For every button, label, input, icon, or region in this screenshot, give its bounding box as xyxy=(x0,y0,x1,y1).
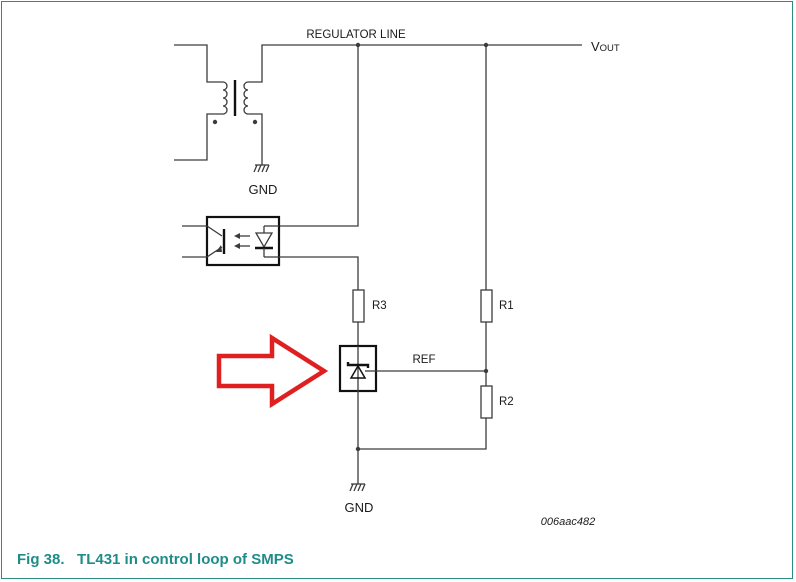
figure-title: TL431 in control loop of SMPS xyxy=(77,551,294,568)
transformer-secondary-top-wire xyxy=(248,44,358,83)
figure-code: 006aac482 xyxy=(541,516,595,528)
transformer-primary-top-wire xyxy=(174,44,223,83)
resistor-r3 xyxy=(352,289,365,323)
transformer-secondary-coil xyxy=(243,81,249,115)
figure-caption: Fig 38. TL431 in control loop of SMPS xyxy=(17,551,294,568)
tl431-shunt-regulator xyxy=(338,344,378,393)
transformer xyxy=(174,44,358,165)
vout-label-subscript: OUT xyxy=(600,43,620,54)
resistor-r1 xyxy=(480,289,493,323)
gnd-label-top: GND xyxy=(249,182,278,197)
optocoupler-body xyxy=(205,215,281,267)
regulator-line-label: REGULATOR LINE xyxy=(306,29,406,41)
figure-number: Fig 38. xyxy=(17,551,65,568)
r2-label: R2 xyxy=(499,396,514,408)
junction-dot xyxy=(483,368,489,374)
optocoupler xyxy=(182,215,281,267)
transformer-primary-coil xyxy=(222,81,228,115)
ref-label: REF xyxy=(413,354,436,366)
transformer-secondary-bottom-wire xyxy=(248,113,263,165)
resistor-r2 xyxy=(480,385,493,419)
ground-symbol-bottom xyxy=(349,483,366,492)
vout-label: VOUT xyxy=(591,39,620,54)
optocoupler-cathode-wire xyxy=(279,256,359,290)
r3-label: R3 xyxy=(372,300,387,312)
vout-label-main: V xyxy=(591,39,600,54)
junction-dot xyxy=(355,446,361,452)
r2-bottom-wire xyxy=(358,418,487,450)
gnd-label-bottom: GND xyxy=(345,500,374,515)
optocoupler-anode-wire xyxy=(279,45,359,227)
transformer-primary-bottom-wire xyxy=(174,113,223,161)
transformer-polarity-dot xyxy=(252,119,258,125)
highlight-arrow-icon xyxy=(216,333,329,409)
ground-symbol-top xyxy=(253,164,270,173)
transformer-polarity-dot xyxy=(212,119,218,125)
r1-label: R1 xyxy=(499,300,514,312)
